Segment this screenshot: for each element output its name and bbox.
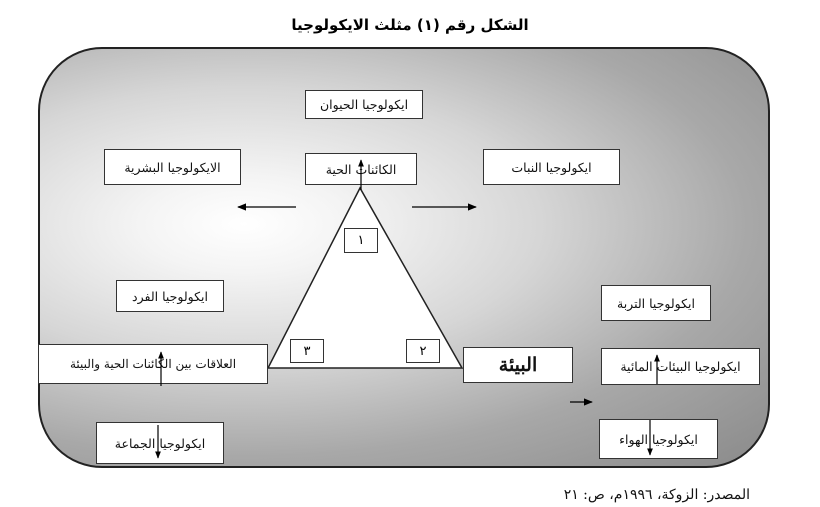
box-relations: العلاقات بين الكائنات الحية والبيئة <box>38 344 268 384</box>
box-air-ecology: ايكولوجيا الهواء <box>599 419 718 459</box>
figure-title: الشكل رقم (١) مثلث الايكولوجيا <box>291 16 529 34</box>
box-soil-ecology: ايكولوجيا التربة <box>601 285 711 321</box>
box-water-ecology: ايكولوجيا البيئات المائية <box>601 348 760 385</box>
number-1: ١ <box>344 228 378 253</box>
box-individual-ecology: ايكولوجيا الفرد <box>116 280 224 312</box>
box-human-ecology: الايكولوجيا البشرية <box>104 149 241 185</box>
box-environment: البيئة <box>463 347 573 383</box>
box-living-organisms: الكائنات الحية <box>305 153 417 185</box>
box-group-ecology: ايكولوجيا الجماعة <box>96 422 224 464</box>
number-2: ٢ <box>406 339 440 363</box>
box-plant-ecology: ايكولوجيا النبات <box>483 149 620 185</box>
source-caption: المصدر: الزوكة، ١٩٩٦م، ص: ٢١ <box>563 487 750 503</box>
box-animal-ecology: ايكولوجيا الحيوان <box>305 90 423 119</box>
number-3: ٣ <box>290 339 324 363</box>
